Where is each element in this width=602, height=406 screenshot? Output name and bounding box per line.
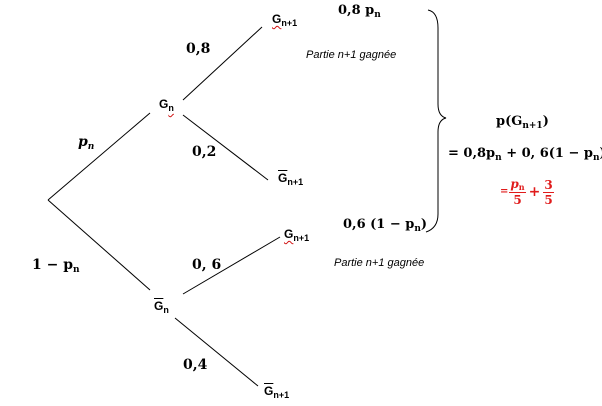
- node-letter: G: [272, 12, 282, 26]
- node-letter: G: [278, 171, 288, 185]
- node-sub: n: [168, 103, 174, 113]
- prob-prefix: 0,6 (1 − p: [343, 217, 415, 232]
- label-root-to-gnbar: 1 − pn: [32, 258, 80, 275]
- prob-suffix: ): [420, 217, 428, 232]
- node-g-n-bar: Gn: [154, 300, 169, 315]
- result-plus: +: [528, 184, 541, 200]
- result-a: = 0,8p: [448, 146, 496, 161]
- result-tail: ): [542, 114, 549, 129]
- node-sub: n+1: [293, 233, 310, 243]
- path-probability-top: 0,8 pn: [338, 4, 381, 20]
- node-g-n1-bar-upper: Gn+1: [278, 172, 303, 187]
- node-g-n1-lower: Gn+1: [284, 228, 309, 243]
- node-sub: n: [163, 305, 169, 315]
- fraction-numerator: pn: [509, 177, 526, 193]
- label-sub: n: [87, 142, 95, 152]
- label-gnbar-to-gn1: 0, 6: [192, 257, 222, 273]
- result-eq: =: [500, 185, 509, 197]
- label-gn-to-gn1bar: 0,2: [192, 144, 217, 160]
- node-letter: G: [159, 97, 169, 111]
- node-letter: G: [264, 384, 274, 398]
- fraction-num-sub: n: [518, 182, 525, 192]
- prob-sub: n: [374, 10, 381, 20]
- branch-gnbar-to-gn1: [182, 236, 281, 295]
- fraction-num-p: p: [510, 177, 519, 191]
- label-text: 1 − p: [32, 257, 74, 273]
- grouping-brace: [425, 9, 447, 233]
- branch-gnbar-to-gn1bar: [174, 317, 259, 387]
- node-sub: n+1: [287, 177, 304, 187]
- label-gn-to-gn1: 0,8: [186, 41, 211, 57]
- label-root-to-gn: pn: [78, 135, 94, 152]
- result-b: + 0, 6(1 − p: [501, 146, 593, 161]
- result-line-1: p(Gn+1): [496, 115, 549, 131]
- branch-root-to-gnbar: [47, 199, 151, 291]
- result-b-sub: n: [593, 153, 600, 163]
- prob-sub: n: [414, 224, 421, 234]
- fraction-denominator: 5: [544, 192, 553, 207]
- result-sub: n+1: [522, 121, 543, 131]
- label-gnbar-to-gn1bar: 0,4: [183, 357, 208, 373]
- node-g-n: Gn: [159, 98, 174, 113]
- branch-root-to-gn: [47, 112, 151, 201]
- node-letter: G: [154, 299, 164, 313]
- note-lower: Partie n+1 gagnée: [334, 257, 425, 269]
- node-g-n1-top: Gn+1: [272, 13, 297, 28]
- node-sub: n+1: [281, 18, 298, 28]
- result-head: p(G: [496, 114, 523, 129]
- fraction-numerator: 3: [543, 177, 554, 193]
- node-sub: n+1: [273, 390, 290, 400]
- result-c: ): [600, 146, 602, 161]
- branch-gn-to-gn1bar: [182, 114, 269, 181]
- label-sub: n: [73, 265, 80, 275]
- note-upper: Partie n+1 gagnée: [306, 49, 397, 61]
- result-a-sub: n: [495, 153, 502, 163]
- node-g-n1-bar-bottom: Gn+1: [264, 385, 289, 400]
- node-letter: G: [284, 227, 294, 241]
- result-line-2: = 0,8pn + 0, 6(1 − pn): [448, 147, 602, 163]
- path-probability-lower: 0,6 (1 − pn): [343, 218, 427, 234]
- branch-gn-to-gn1: [182, 26, 263, 101]
- fraction-denominator: 5: [513, 193, 522, 207]
- label-italic-p: p: [78, 134, 88, 150]
- prob-coef: 0,8 p: [338, 3, 375, 18]
